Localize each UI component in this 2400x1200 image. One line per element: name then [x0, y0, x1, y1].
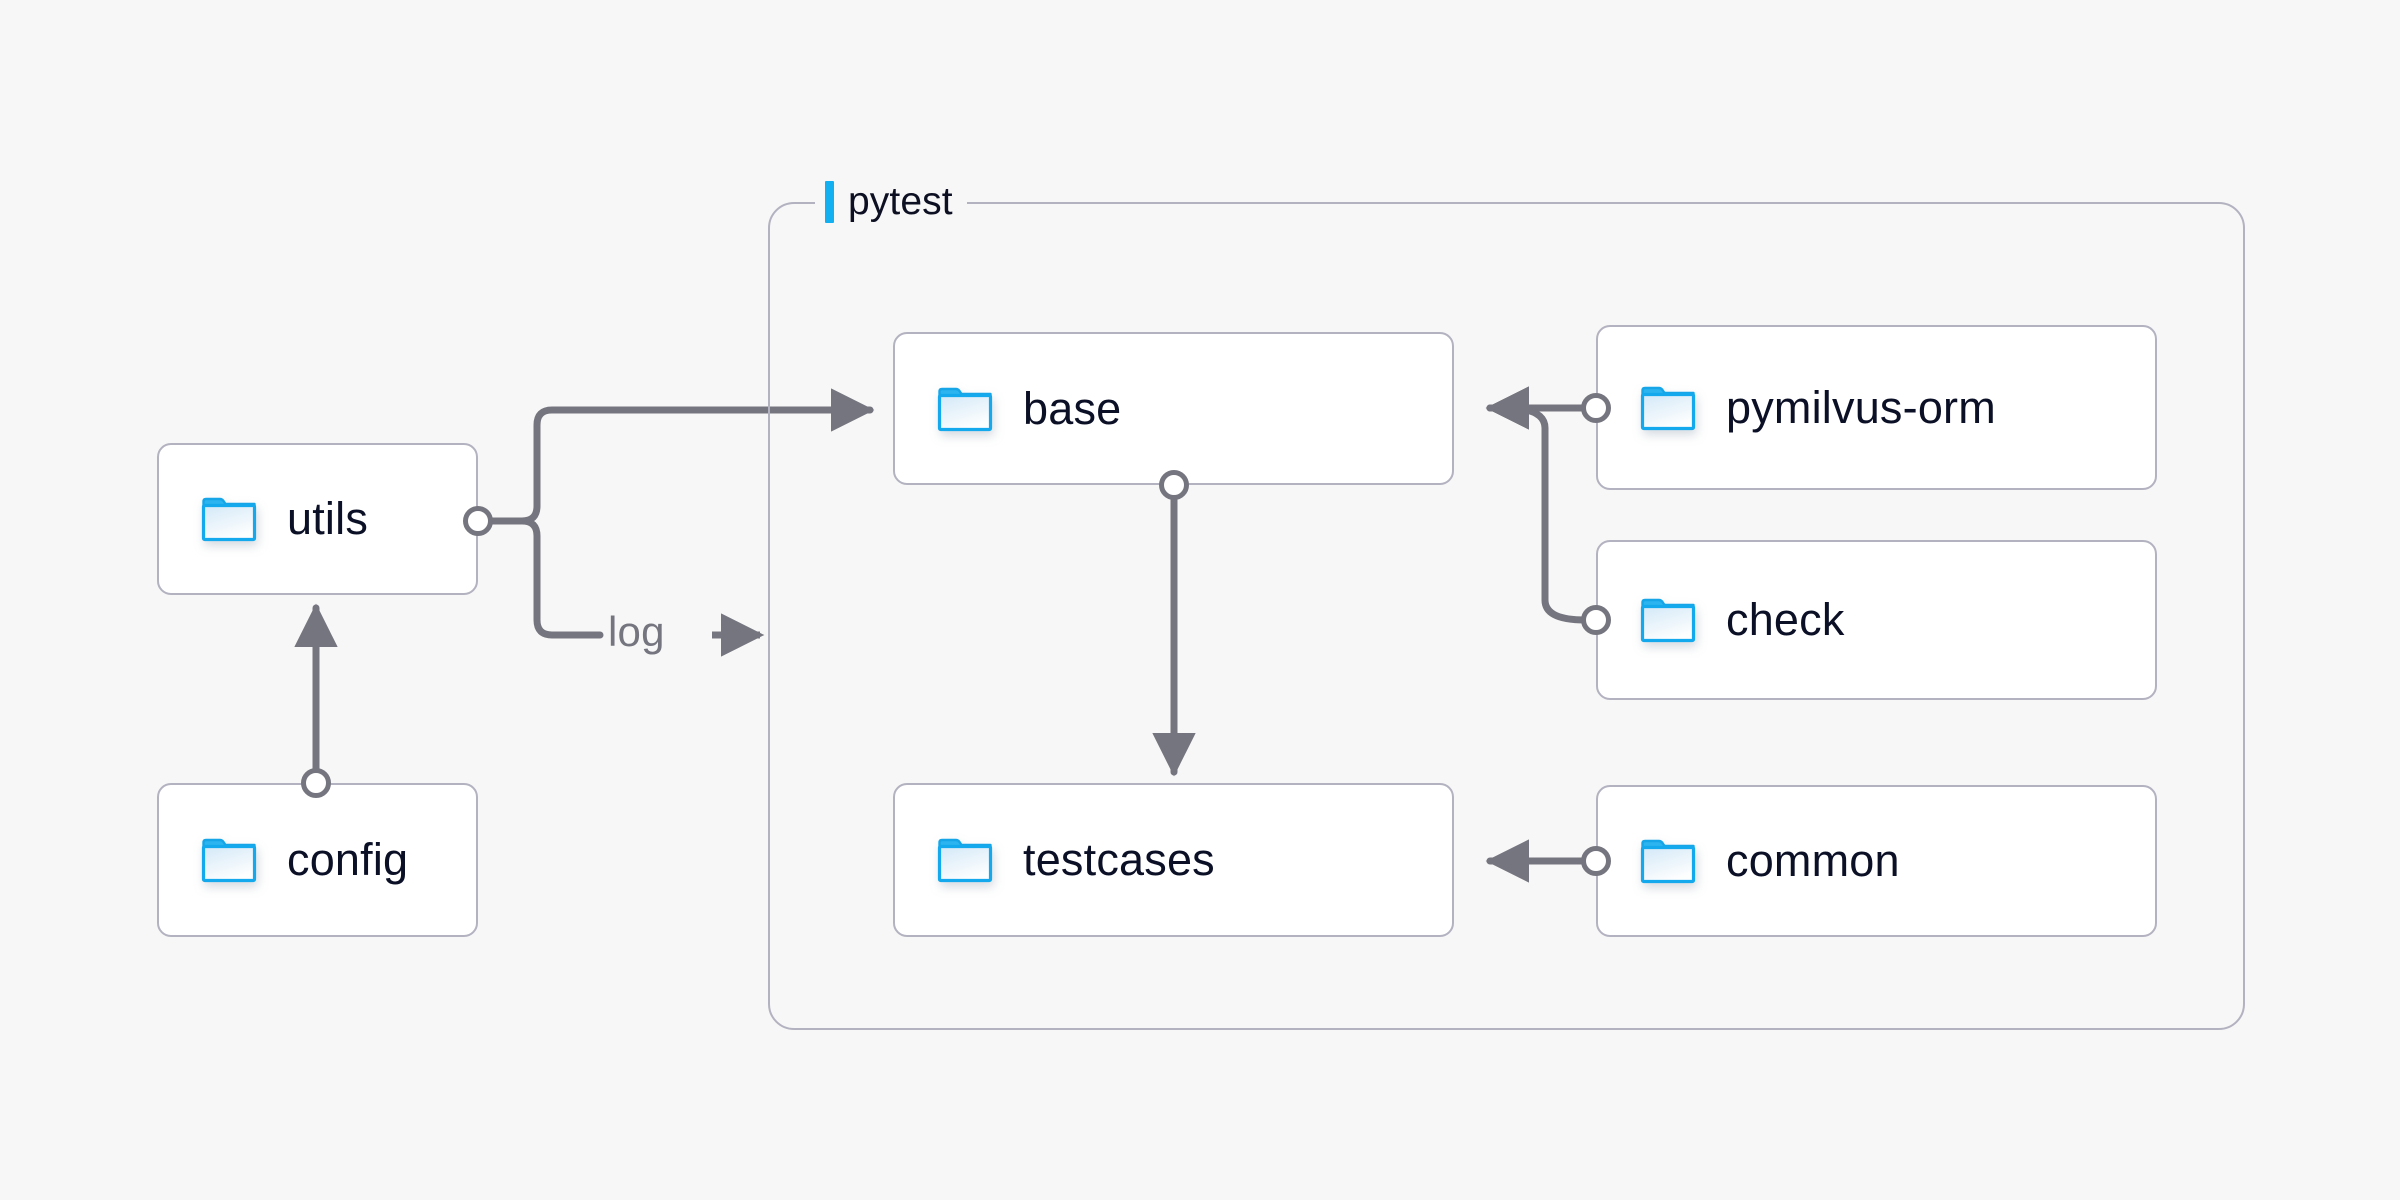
group-title: pytest	[848, 180, 953, 223]
node-label: common	[1726, 835, 1900, 886]
folder-icon	[937, 386, 993, 432]
port-base-bottom[interactable]	[1159, 470, 1189, 500]
folder-icon	[201, 496, 257, 542]
folder-icon	[1640, 385, 1696, 431]
port-utils-right[interactable]	[463, 506, 493, 536]
group-pytest-label: pytest	[815, 179, 967, 225]
node-label: check	[1726, 594, 1845, 645]
edge-label-log: log	[608, 608, 665, 655]
port-pymilvus-orm-left[interactable]	[1581, 393, 1611, 423]
node-common[interactable]: common	[1596, 785, 2157, 937]
node-label: testcases	[1023, 834, 1215, 885]
node-label: pymilvus-orm	[1726, 381, 1996, 433]
node-label: utils	[287, 493, 369, 544]
folder-icon	[937, 837, 993, 883]
node-label: config	[287, 834, 409, 885]
node-pymilvus-orm[interactable]: pymilvus-orm	[1596, 325, 2157, 490]
folder-icon	[1640, 597, 1696, 643]
node-config[interactable]: config	[157, 783, 478, 937]
node-label: base	[1023, 382, 1122, 434]
node-utils[interactable]: utils	[157, 443, 478, 595]
node-base[interactable]: base	[893, 332, 1454, 485]
folder-icon	[1640, 838, 1696, 884]
group-pytest[interactable]	[768, 202, 2245, 1030]
node-check[interactable]: check	[1596, 540, 2157, 700]
port-config-top[interactable]	[301, 768, 331, 798]
node-testcases[interactable]: testcases	[893, 783, 1454, 937]
port-common-left[interactable]	[1581, 846, 1611, 876]
folder-icon	[201, 837, 257, 883]
port-check-left[interactable]	[1581, 605, 1611, 635]
group-accent-bar	[825, 181, 834, 223]
